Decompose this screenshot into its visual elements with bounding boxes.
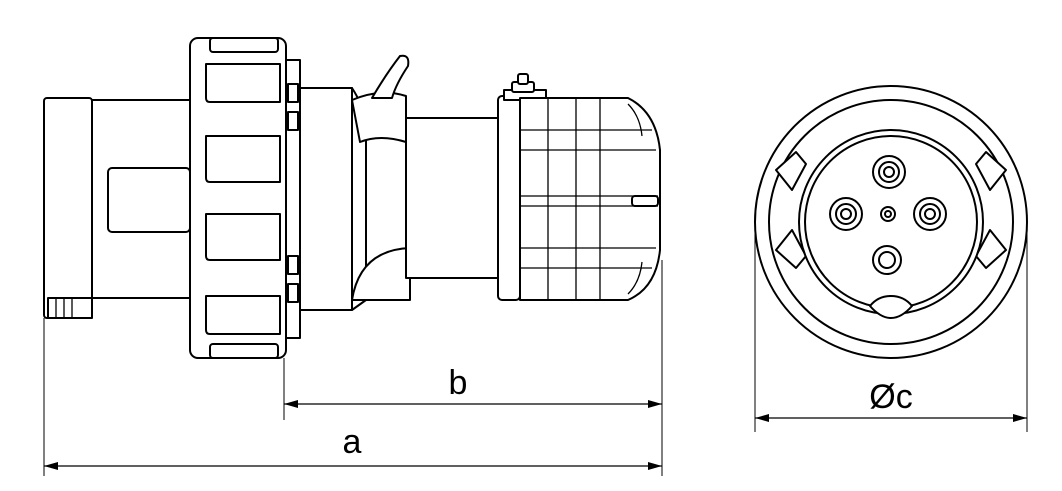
gland-cage [519, 97, 661, 301]
plug-front-view [754, 85, 1028, 359]
dimension-b-label: b [449, 364, 468, 402]
label-window [107, 167, 191, 233]
plug-body [91, 99, 195, 299]
rear-cap [43, 97, 93, 319]
dimension-c [755, 414, 1027, 422]
plug-side-view [43, 37, 661, 359]
pin-top [872, 155, 906, 189]
ring-tabs [285, 59, 301, 339]
coupling-ring [189, 37, 287, 359]
dimension-a [44, 462, 662, 470]
pin-right [913, 197, 947, 231]
gland-flange [497, 73, 547, 301]
pin-center [880, 206, 896, 222]
dimension-b [284, 400, 662, 408]
dimension-lines [43, 222, 1028, 476]
shaft [405, 117, 501, 279]
dimension-a-label: a [343, 423, 362, 461]
pin-left [829, 197, 863, 231]
neck [299, 54, 411, 311]
dimension-c-label: Øc [869, 378, 912, 416]
pin-bottom [872, 245, 902, 275]
